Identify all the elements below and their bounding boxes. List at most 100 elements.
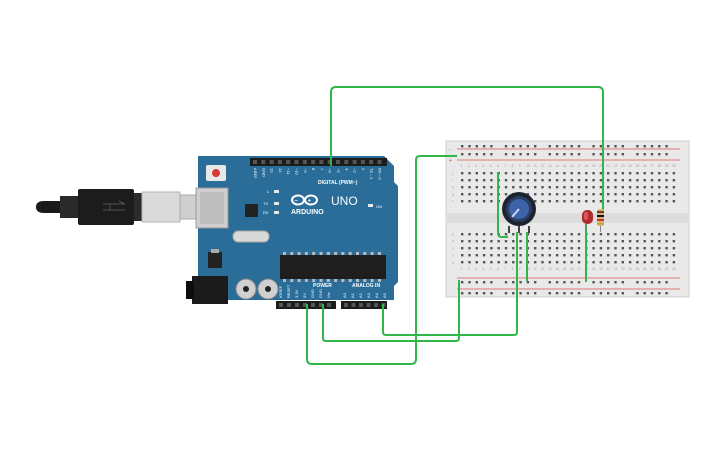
terminal-hole[interactable] xyxy=(628,233,632,236)
terminal-hole[interactable] xyxy=(512,179,515,182)
terminal-hole[interactable] xyxy=(563,254,566,257)
terminal-hole[interactable] xyxy=(563,179,566,182)
terminal-hole[interactable] xyxy=(461,240,464,243)
terminal-hole[interactable] xyxy=(621,240,624,243)
rail-hole[interactable] xyxy=(658,145,661,148)
analog-pin-hole[interactable] xyxy=(374,303,378,307)
power-pin-hole[interactable] xyxy=(279,303,283,307)
terminal-hole[interactable] xyxy=(614,233,617,236)
rail-hole[interactable] xyxy=(577,145,581,148)
terminal-hole[interactable] xyxy=(672,193,676,196)
terminal-hole[interactable] xyxy=(636,261,639,264)
terminal-hole[interactable] xyxy=(461,261,464,264)
rail-hole[interactable] xyxy=(468,281,471,284)
terminal-hole[interactable] xyxy=(607,261,610,264)
terminal-hole[interactable] xyxy=(599,179,603,182)
terminal-hole[interactable] xyxy=(599,233,603,236)
terminal-hole[interactable] xyxy=(599,240,603,243)
terminal-hole[interactable] xyxy=(555,186,559,189)
rail-hole[interactable] xyxy=(482,153,486,156)
terminal-hole[interactable] xyxy=(643,247,646,250)
terminal-hole[interactable] xyxy=(665,261,668,264)
terminal-hole[interactable] xyxy=(614,261,617,264)
rail-hole[interactable] xyxy=(461,292,464,295)
digital-pin-hole[interactable] xyxy=(261,160,266,164)
rail-hole[interactable] xyxy=(482,145,486,148)
terminal-hole[interactable] xyxy=(607,186,610,189)
rail-hole[interactable] xyxy=(599,153,603,156)
terminal-hole[interactable] xyxy=(519,186,522,189)
terminal-hole[interactable] xyxy=(497,254,500,257)
terminal-hole[interactable] xyxy=(665,254,668,257)
rail-hole[interactable] xyxy=(548,145,551,148)
terminal-hole[interactable] xyxy=(643,233,646,236)
terminal-hole[interactable] xyxy=(577,261,581,264)
terminal-hole[interactable] xyxy=(468,233,471,236)
terminal-hole[interactable] xyxy=(541,186,544,189)
terminal-hole[interactable] xyxy=(482,240,486,243)
rail-hole[interactable] xyxy=(614,281,617,284)
terminal-hole[interactable] xyxy=(534,179,537,182)
digital-pin-hole[interactable] xyxy=(311,160,316,164)
digital-pin-hole[interactable] xyxy=(344,160,349,164)
terminal-hole[interactable] xyxy=(607,233,610,236)
terminal-hole[interactable] xyxy=(512,247,515,250)
rail-hole[interactable] xyxy=(563,292,566,295)
terminal-hole[interactable] xyxy=(636,233,639,236)
terminal-hole[interactable] xyxy=(548,247,551,250)
terminal-hole[interactable] xyxy=(541,233,544,236)
rail-hole[interactable] xyxy=(548,292,551,295)
rail-hole[interactable] xyxy=(592,292,595,295)
rail-hole[interactable] xyxy=(490,145,493,148)
terminal-hole[interactable] xyxy=(490,247,493,250)
terminal-hole[interactable] xyxy=(570,186,573,189)
terminal-hole[interactable] xyxy=(650,261,654,264)
terminal-hole[interactable] xyxy=(490,193,493,196)
rail-hole[interactable] xyxy=(658,281,661,284)
terminal-hole[interactable] xyxy=(592,261,595,264)
terminal-hole[interactable] xyxy=(475,261,478,264)
rail-hole[interactable] xyxy=(665,153,668,156)
terminal-hole[interactable] xyxy=(665,193,668,196)
terminal-hole[interactable] xyxy=(555,172,559,175)
breadboard[interactable]: + - jihgfedcba11223344556677889910101111… xyxy=(445,140,690,298)
terminal-hole[interactable] xyxy=(577,172,581,175)
rail-hole[interactable] xyxy=(570,145,573,148)
rail-hole[interactable] xyxy=(607,292,610,295)
terminal-hole[interactable] xyxy=(563,200,566,203)
terminal-hole[interactable] xyxy=(526,179,530,182)
terminal-hole[interactable] xyxy=(672,240,676,243)
terminal-hole[interactable] xyxy=(512,186,515,189)
rail-hole[interactable] xyxy=(650,292,654,295)
terminal-hole[interactable] xyxy=(665,186,668,189)
rail-hole[interactable] xyxy=(636,145,639,148)
digital-pin-hole[interactable] xyxy=(369,160,374,164)
terminal-hole[interactable] xyxy=(607,200,610,203)
rail-hole[interactable] xyxy=(504,145,508,148)
terminal-hole[interactable] xyxy=(475,186,478,189)
terminal-hole[interactable] xyxy=(482,233,486,236)
terminal-hole[interactable] xyxy=(650,186,654,189)
terminal-hole[interactable] xyxy=(599,186,603,189)
digital-pin-hole[interactable] xyxy=(327,160,332,164)
terminal-hole[interactable] xyxy=(621,247,624,250)
terminal-hole[interactable] xyxy=(534,200,537,203)
terminal-hole[interactable] xyxy=(628,186,632,189)
rail-hole[interactable] xyxy=(592,145,595,148)
rail-hole[interactable] xyxy=(599,145,603,148)
rail-hole[interactable] xyxy=(592,281,595,284)
terminal-hole[interactable] xyxy=(672,233,676,236)
terminal-hole[interactable] xyxy=(475,247,478,250)
rail-hole[interactable] xyxy=(482,281,486,284)
terminal-hole[interactable] xyxy=(658,261,661,264)
rail-hole[interactable] xyxy=(534,292,537,295)
rail-hole[interactable] xyxy=(468,145,471,148)
terminal-hole[interactable] xyxy=(585,172,588,175)
power-pin-hole[interactable] xyxy=(311,303,315,307)
terminal-hole[interactable] xyxy=(643,172,646,175)
terminal-hole[interactable] xyxy=(672,179,676,182)
digital-pin-hole[interactable] xyxy=(277,160,282,164)
terminal-hole[interactable] xyxy=(599,172,603,175)
rail-hole[interactable] xyxy=(548,281,551,284)
potentiometer[interactable] xyxy=(502,192,536,233)
